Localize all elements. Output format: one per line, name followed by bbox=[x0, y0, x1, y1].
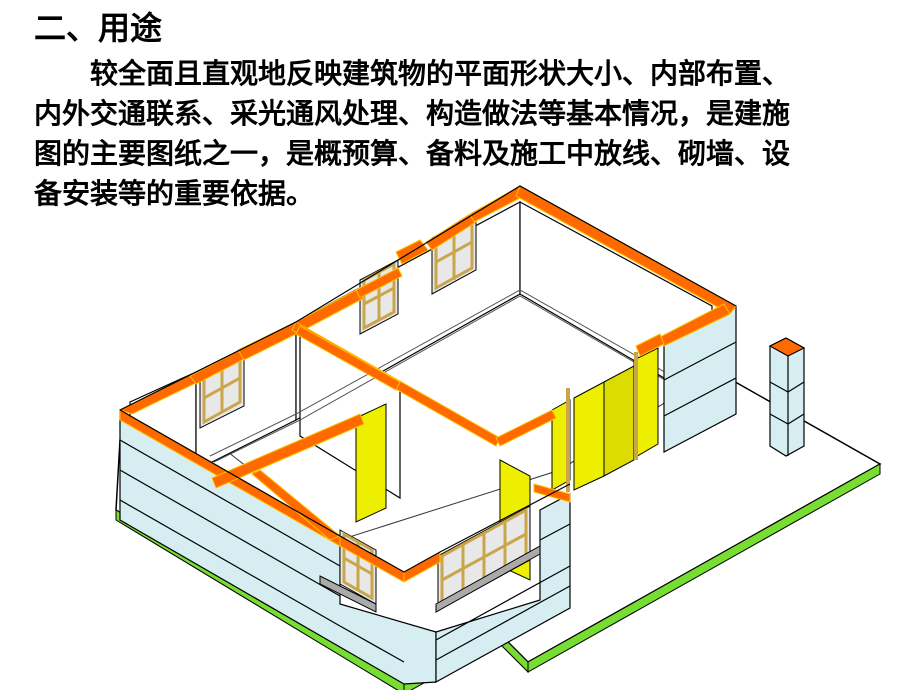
door-4 bbox=[573, 381, 605, 491]
paragraph-line-2: 内外交通联系、采光通风处理、构造做法等基本情况，是建施 bbox=[34, 97, 791, 130]
windows bbox=[199, 213, 541, 613]
door-1 bbox=[355, 403, 387, 523]
door-5 bbox=[603, 365, 635, 477]
section-heading: 二、用途 bbox=[34, 9, 163, 47]
house-3d-diagram bbox=[115, 185, 882, 690]
window-sill-1 bbox=[319, 575, 377, 613]
description-paragraph: 较全面且直观地反映建筑物的平面形状大小、内部布置、 内外交通联系、采光通风处理、… bbox=[34, 54, 884, 214]
paragraph-line-3: 图的主要图纸之一，是概预算、备料及施工中放线、砌墙、设 bbox=[34, 137, 791, 170]
floor-trim bbox=[209, 289, 701, 463]
exterior-wall-east bbox=[663, 305, 737, 453]
outlines bbox=[119, 185, 737, 573]
paragraph-line-4: 备安装等的重要依据。 bbox=[34, 177, 315, 210]
window-sill-2 bbox=[435, 545, 541, 613]
paragraph-line-1: 较全面且直观地反映建筑物的平面形状大小、内部布置、 bbox=[90, 57, 791, 90]
pillar bbox=[768, 337, 806, 457]
